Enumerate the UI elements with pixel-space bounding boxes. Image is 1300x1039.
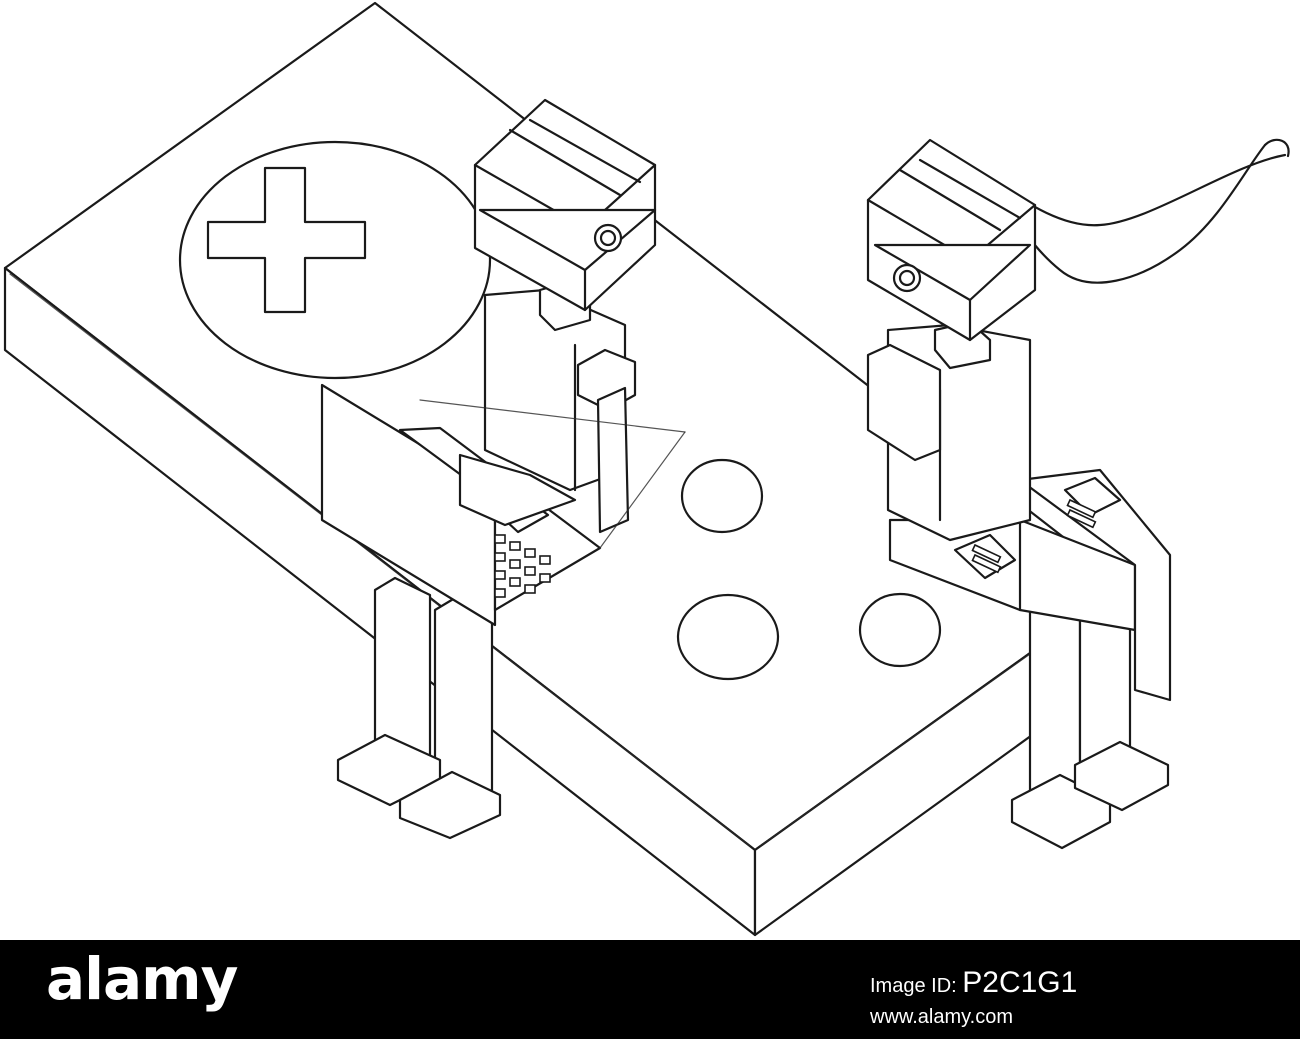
sketch-canvas xyxy=(3,1,1290,937)
robot-icon xyxy=(866,138,1172,850)
laptop-icon xyxy=(494,534,551,598)
image-id-label: Image ID: P2C1G1 xyxy=(870,962,1077,1004)
watermark-footer: alamy Image ID: P2C1G1 www.alamy.com xyxy=(0,940,1300,1039)
platform-circles xyxy=(676,458,942,681)
sketch-illustration xyxy=(3,1,1290,937)
image-id-prefix: Image ID: xyxy=(870,975,957,997)
medical-cross-icon xyxy=(178,140,492,380)
robot-icon xyxy=(320,98,686,840)
image-id-value: P2C1G1 xyxy=(962,966,1078,999)
alamy-logo: alamy xyxy=(46,945,238,1013)
site-url: www.alamy.com xyxy=(870,1006,1013,1028)
